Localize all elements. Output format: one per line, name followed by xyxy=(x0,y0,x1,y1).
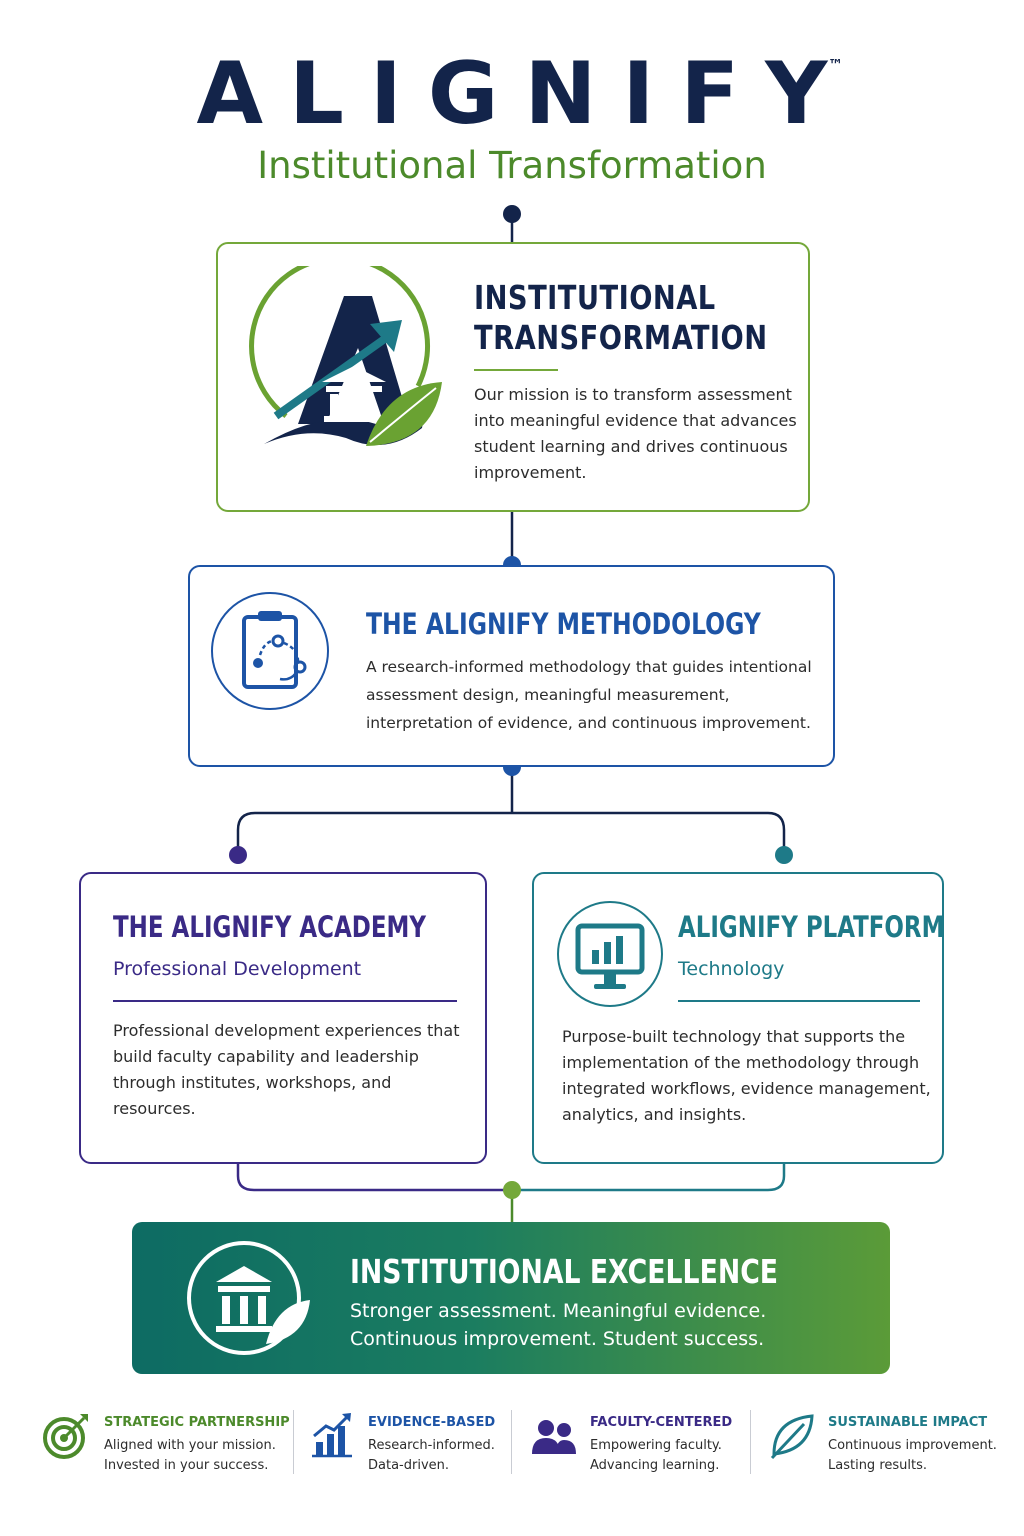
excellence-line2: Continuous improvement. Student success. xyxy=(350,1328,765,1350)
feature-line1: Research-informed. xyxy=(368,1438,495,1453)
feature-line1: Aligned with your mission. xyxy=(104,1438,276,1453)
platform-title: ALIGNIFY PLATFORM xyxy=(678,910,945,944)
academy-card: THE ALIGNIFY ACADEMY Professional Develo… xyxy=(79,872,487,1164)
methodology-description: A research-informed methodology that gui… xyxy=(366,658,812,732)
connector-node-excellence xyxy=(503,1181,521,1199)
connector-node-top xyxy=(503,205,521,223)
brand-subtitle: Institutional Transformation xyxy=(257,144,767,187)
feature-line1: Empowering faculty. xyxy=(590,1438,722,1453)
feature-divider xyxy=(293,1410,294,1474)
brand-title: ALIGNIFY xyxy=(196,44,854,144)
platform-description: Purpose-built technology that supports t… xyxy=(562,1027,931,1124)
excellence-line1: Stronger assessment. Meaningful evidence… xyxy=(350,1300,767,1322)
connector-node-academy xyxy=(229,846,247,864)
monitor-chart-icon xyxy=(557,901,663,1007)
institution-leaf-icon xyxy=(187,1241,310,1355)
target-icon xyxy=(43,1414,88,1459)
feature-description: Empowering faculty. Advancing learning. xyxy=(590,1436,722,1476)
bar-chart-icon xyxy=(312,1413,352,1458)
alignify-logo-icon xyxy=(249,266,442,446)
methodology-card: THE ALIGNIFY METHODOLOGY A research-info… xyxy=(188,565,835,767)
academy-divider xyxy=(113,1000,457,1002)
feature-title: EVIDENCE-BASED xyxy=(368,1415,496,1430)
feature-line2: Invested in your success. xyxy=(104,1458,269,1473)
academy-title: THE ALIGNIFY ACADEMY xyxy=(113,910,427,944)
academy-description: Professional development experiences tha… xyxy=(113,1021,460,1118)
platform-subtitle: Technology xyxy=(678,958,785,980)
academy-subtitle: Professional Development xyxy=(113,958,362,980)
trademark-mark: ™ xyxy=(828,56,843,74)
feature-divider xyxy=(511,1410,512,1474)
excellence-banner: INSTITUTIONAL EXCELLENCE Stronger assess… xyxy=(132,1222,890,1374)
feature-title: SUSTAINABLE IMPACT xyxy=(828,1415,988,1430)
platform-card: ALIGNIFY PLATFORM Technology Purpose-bui… xyxy=(532,872,944,1164)
feature-line2: Lasting results. xyxy=(828,1458,927,1473)
feature-description: Research-informed. Data-driven. xyxy=(368,1436,495,1476)
transformation-title-line2: TRANSFORMATION xyxy=(474,317,768,357)
feature-description: Aligned with your mission. Invested in y… xyxy=(104,1436,276,1476)
feature-line1: Continuous improvement. xyxy=(828,1438,997,1453)
methodology-title: THE ALIGNIFY METHODOLOGY xyxy=(366,607,761,641)
transformation-title-line1: INSTITUTIONAL xyxy=(474,278,716,317)
transformation-divider xyxy=(474,369,558,371)
transformation-description: Our mission is to transform assessment i… xyxy=(474,385,797,482)
feature-line2: Advancing learning. xyxy=(590,1458,720,1473)
leaf-icon xyxy=(770,1414,814,1460)
feature-title: STRATEGIC PARTNERSHIP xyxy=(104,1415,290,1430)
excellence-description: Stronger assessment. Meaningful evidence… xyxy=(350,1297,870,1353)
feature-description: Continuous improvement. Lasting results. xyxy=(828,1436,997,1476)
connector-node-platform xyxy=(775,846,793,864)
transformation-card: INSTITUTIONAL TRANSFORMATION Our mission… xyxy=(216,242,810,512)
feature-divider xyxy=(750,1410,751,1474)
transformation-title: INSTITUTIONAL TRANSFORMATION xyxy=(474,278,768,357)
feature-line2: Data-driven. xyxy=(368,1458,450,1473)
excellence-title: INSTITUTIONAL EXCELLENCE xyxy=(350,1252,779,1291)
platform-divider xyxy=(678,1000,920,1002)
feature-title: FACULTY-CENTERED xyxy=(590,1415,733,1430)
clipboard-icon xyxy=(211,592,329,710)
people-icon xyxy=(532,1420,576,1454)
